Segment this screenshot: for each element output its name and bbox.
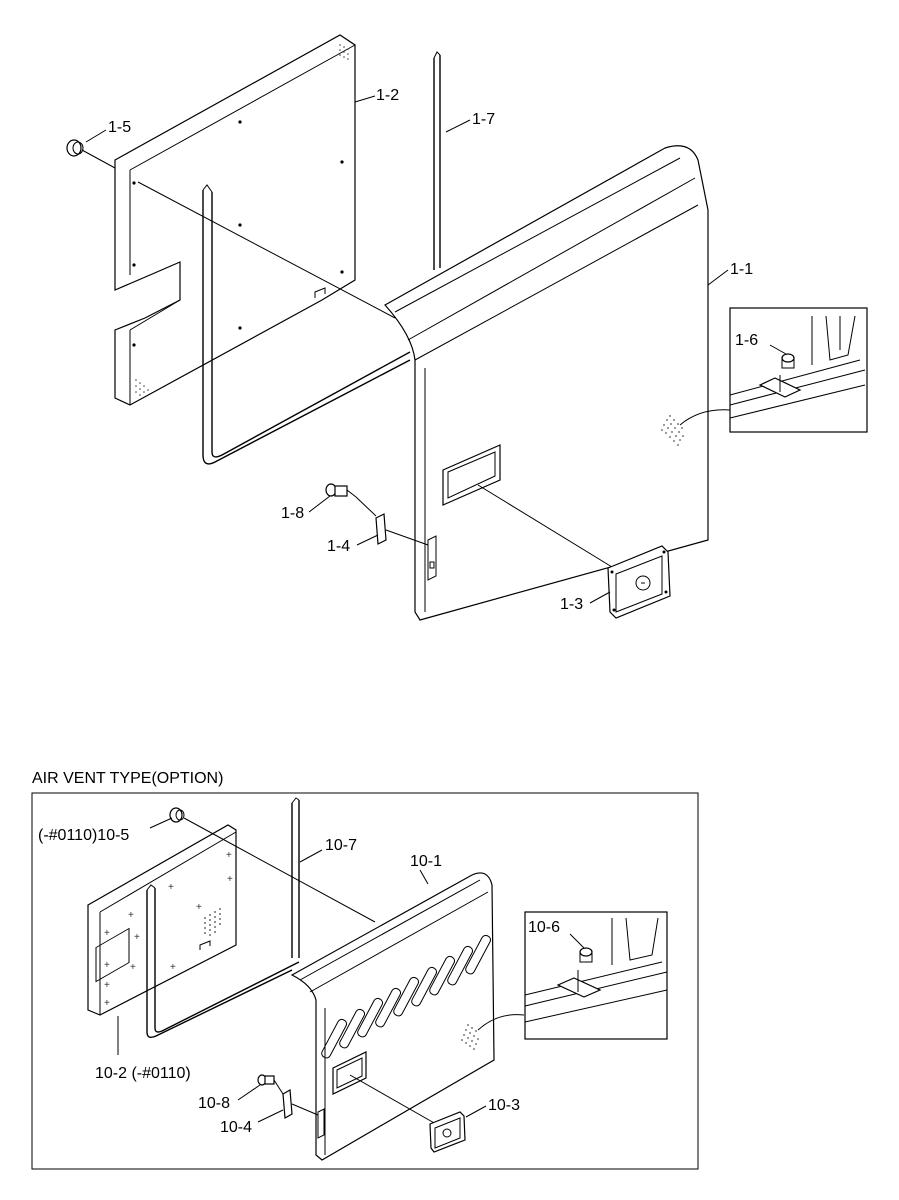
label-10-5: (-#0110)10-5 (38, 827, 129, 844)
insulation-panel-10-2: + + + + + + + + + + + + (87, 824, 237, 1016)
label-1-2: 1-2 (376, 87, 399, 104)
door-texture-patch (661, 415, 684, 446)
svg-text:+: + (226, 850, 232, 861)
label-1-4: 1-4 (327, 538, 350, 555)
svg-text:+: + (227, 874, 233, 885)
svg-text:+: + (128, 910, 134, 921)
label-10-2: 10-2 (-#0110) (95, 1065, 191, 1082)
top-assembly: 1-2 1-7 1-1 1-5 1-6 1-8 1-4 1-3 (66, 34, 868, 621)
seal-strip-10-7 (146, 797, 300, 1039)
label-1-1: 1-1 (730, 261, 753, 278)
label-1-6: 1-6 (735, 332, 758, 349)
svg-text:+: + (130, 962, 136, 973)
air-vent-louvers (321, 934, 492, 1059)
label-10-1: 10-1 (410, 853, 442, 870)
section-title: AIR VENT TYPE(OPTION) (32, 770, 223, 787)
door-handle-10-3 (429, 1111, 466, 1153)
svg-text:+: + (104, 928, 110, 939)
detail-inset-10-6 (524, 911, 668, 1040)
svg-text:+: + (196, 902, 202, 913)
detail-inset-1-6 (729, 307, 868, 433)
striker-plate-10-4 (282, 1089, 319, 1119)
bottom-assembly: + + + + + + + + + + + + (38, 797, 668, 1161)
label-10-6: 10-6 (528, 919, 560, 936)
label-10-8: 10-8 (198, 1095, 230, 1112)
door-handle-1-3 (607, 545, 671, 619)
bolt-10-8 (257, 1074, 284, 1095)
dotted-vent-texture (204, 908, 221, 936)
label-1-5: 1-5 (108, 119, 131, 136)
cap-1-5 (66, 139, 116, 169)
label-10-7: 10-7 (325, 837, 357, 854)
option-frame (31, 792, 699, 1170)
svg-text:+: + (168, 882, 174, 893)
bolt-1-8 (325, 483, 377, 517)
label-1-3: 1-3 (560, 596, 583, 613)
dotted-texture-top (135, 44, 349, 396)
insulation-panel-1-2 (114, 34, 356, 406)
label-1-8: 1-8 (281, 505, 304, 522)
door-texture-patch-bottom (461, 1024, 479, 1050)
svg-text:+: + (104, 980, 110, 991)
label-10-3: 10-3 (488, 1097, 520, 1114)
label-10-4: 10-4 (220, 1119, 252, 1136)
svg-text:+: + (134, 932, 140, 943)
door-panel-1-1 (384, 145, 709, 621)
svg-text:+: + (170, 962, 176, 973)
door-panel-10-1 (290, 872, 495, 1161)
svg-text:+: + (104, 960, 110, 971)
svg-text:+: + (104, 998, 110, 1009)
cap-10-5 (169, 807, 229, 843)
label-1-7: 1-7 (472, 111, 495, 128)
seal-strip-1-7 (202, 51, 441, 465)
